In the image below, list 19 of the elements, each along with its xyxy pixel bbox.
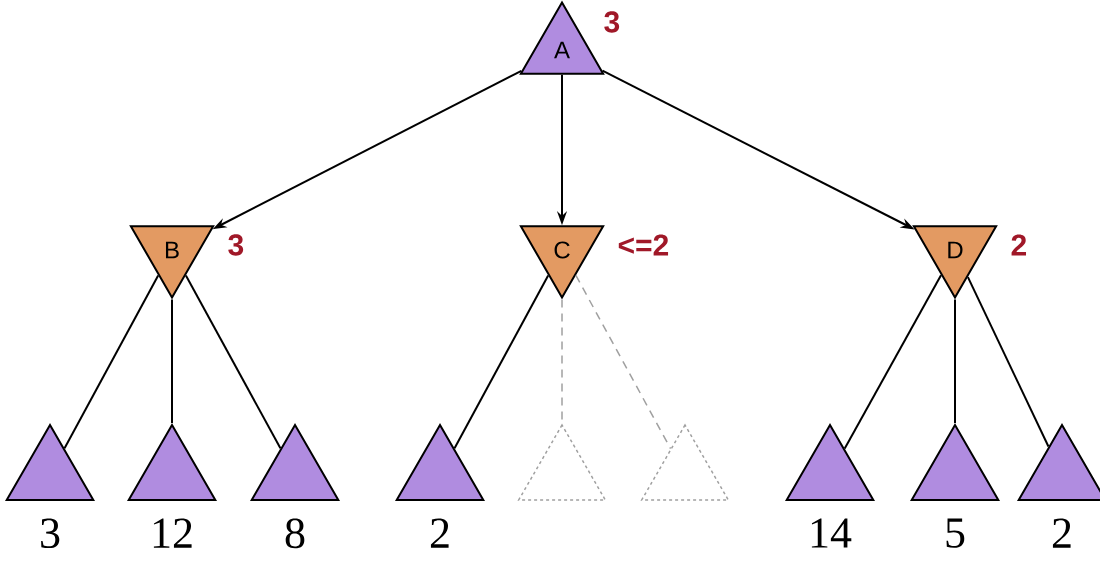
leaf-value: 12 [153, 518, 192, 548]
leaf-value: 8 [285, 518, 305, 549]
leaf-value: 14 [811, 518, 852, 548]
value-label: 2 [1011, 234, 1026, 256]
leaf-value: 5 [946, 518, 965, 548]
value-label: 3 [228, 234, 244, 256]
leaf-value: 3 [41, 518, 60, 549]
tree-line [63, 274, 160, 450]
tree-line [171, 298, 173, 424]
value-label: 3 [604, 11, 620, 33]
leaf-value: 2 [430, 518, 449, 548]
dashed-line [575, 274, 672, 450]
value-label: <=2 [618, 234, 669, 256]
tree-line [966, 276, 1050, 448]
tree-line [184, 274, 282, 450]
tree-line [843, 274, 942, 450]
tree-line [453, 274, 550, 450]
leaf-value: 2 [1052, 518, 1071, 548]
tree-line [954, 298, 956, 424]
